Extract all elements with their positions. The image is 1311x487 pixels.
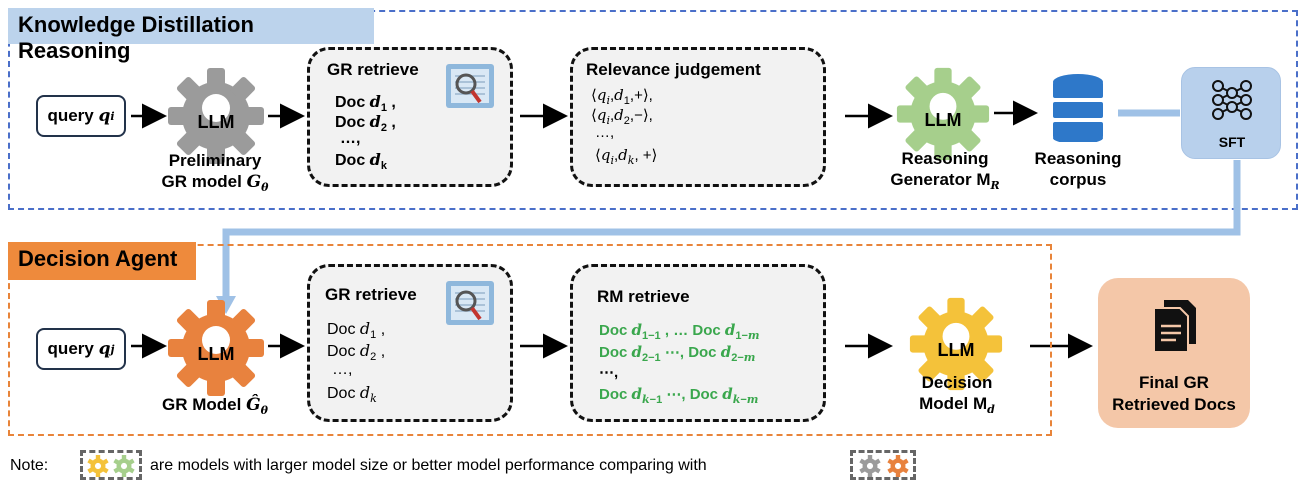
gr-model-label: GR Model Ĝθ — [140, 394, 290, 422]
note-prefix: Note: — [10, 457, 49, 474]
decision-model-label: Decision Model Md — [882, 372, 1032, 421]
gray-gear-icon — [859, 455, 881, 477]
prelim-line1: Preliminary — [168, 151, 262, 170]
kd-doc-ellipsis: …, — [340, 130, 361, 147]
da-gr-title: GR retrieve — [325, 285, 417, 304]
decision-sub: d — [987, 403, 995, 417]
final-docs-box: Final GR Retrieved Docs — [1098, 278, 1250, 428]
da-doc-k: Doc dk — [327, 383, 377, 406]
gr-model-var: Ĝ — [246, 395, 261, 415]
final-line2: Retrieved Docs — [1112, 395, 1236, 414]
gr-model-text: GR Model — [162, 395, 247, 414]
rm-line-k: Doc dk−1 ⋯, Doc dk−m — [599, 385, 759, 406]
judgement-k: ⟨qi,dk, +⟩ — [595, 146, 658, 167]
rm-line-2: Doc d2−1 ⋯, Doc d2−m — [599, 343, 756, 364]
database-icon — [1053, 74, 1103, 142]
decision-line1: Decision — [921, 373, 993, 392]
da-query-label: query — [47, 339, 94, 358]
reasoning-gear-icon — [896, 67, 990, 161]
yellow-gear-icon — [87, 455, 109, 477]
judgement-2: ⟨qi,d2,−⟩, — [591, 106, 653, 127]
kd-title: Knowledge Distillation Reasoning — [8, 8, 374, 63]
final-line1: Final GR — [1139, 373, 1209, 392]
da-query-sub: j — [110, 342, 115, 356]
sft-feedback-path — [222, 160, 1241, 298]
sft-label: SFT — [1218, 134, 1246, 150]
relevance-title: Relevance judgement — [586, 60, 761, 79]
prelim-model-label: Preliminary GR model Gθ — [140, 150, 290, 199]
reasoning-line1: Reasoning — [901, 149, 989, 168]
prelim-var: G — [246, 172, 262, 192]
rm-title: RM retrieve — [597, 287, 690, 306]
rm-retrieve-box: RM retrieve Doc d1−1 , … Doc d1−m Doc d2… — [570, 264, 826, 422]
reasoning-generator-label: Reasoning Generator MR — [870, 148, 1020, 197]
gr-model-gear-text: LLM — [197, 344, 235, 364]
da-title: Decision Agent — [8, 242, 196, 280]
note-legend-weak — [850, 450, 916, 480]
decision-gear-icon — [909, 297, 1003, 391]
reasoning-var: M — [976, 170, 991, 189]
prelim-gear-text: LLM — [197, 112, 235, 132]
sft-box: SFT — [1181, 67, 1281, 159]
kd-query-label: query — [47, 106, 94, 125]
relevance-box: Relevance judgement ⟨qi,d1,+⟩, ⟨qi,d2,−⟩… — [570, 47, 826, 187]
note-legend-strong — [80, 450, 142, 480]
kd-section — [8, 10, 1298, 210]
prelim-line2: GR model — [161, 172, 247, 191]
kd-doc-1: Doc d1 , — [335, 92, 396, 115]
da-doc-2: Doc d2 , — [327, 341, 386, 364]
kd-query-sub: i — [110, 109, 115, 123]
decision-gear-text: LLM — [937, 340, 975, 360]
kd-query-var: q — [98, 106, 111, 126]
reasoning-sub: R — [990, 179, 1000, 193]
note-text: are models with larger model size or bet… — [150, 457, 707, 474]
final-docs-label: Final GR Retrieved Docs — [1098, 372, 1250, 416]
rm-line-ellipsis: ⋯, — [599, 364, 619, 381]
decision-line2: Model — [919, 394, 973, 413]
decision-var: M — [972, 394, 988, 413]
da-search-doc-icon — [446, 281, 494, 325]
judgement-ellipsis: …, — [595, 124, 615, 141]
rm-line-1: Doc d1−1 , … Doc d1−m — [599, 321, 760, 342]
gr-model-sub: θ — [260, 404, 268, 418]
documents-icon — [1154, 300, 1196, 352]
da-gr-retrieve-box: GR retrieve Doc d1 , Doc d2 , …, Doc dk — [307, 264, 513, 422]
neural-network-icon — [1212, 80, 1252, 120]
kd-gr-title: GR retrieve — [327, 60, 419, 79]
kd-search-doc-icon — [446, 64, 494, 108]
kd-doc-k: Doc dk — [335, 150, 387, 173]
da-section — [8, 244, 1052, 436]
da-query-var: q — [98, 339, 111, 359]
prelim-gear-icon — [168, 68, 264, 164]
gr-model-gear-icon — [168, 300, 264, 396]
da-doc-1: Doc d1 , — [327, 319, 386, 342]
judgement-1: ⟨qi,d1,+⟩, — [591, 86, 653, 107]
prelim-sub: θ — [261, 181, 269, 195]
orange-gear-icon — [887, 455, 909, 477]
corpus-line1: Reasoning — [1034, 149, 1122, 168]
da-doc-ellipsis: …, — [332, 361, 353, 378]
reasoning-gear-text: LLM — [924, 110, 962, 130]
kd-doc-2: Doc d2 , — [335, 112, 396, 135]
reasoning-line2: Generator — [890, 170, 977, 189]
reasoning-corpus-label: Reasoning corpus — [1020, 148, 1136, 190]
corpus-line2: corpus — [1049, 170, 1107, 189]
green-gear-icon — [113, 455, 135, 477]
kd-gr-retrieve-box: GR retrieve Doc d1 , Doc d2 , …, Doc dk — [307, 47, 513, 187]
